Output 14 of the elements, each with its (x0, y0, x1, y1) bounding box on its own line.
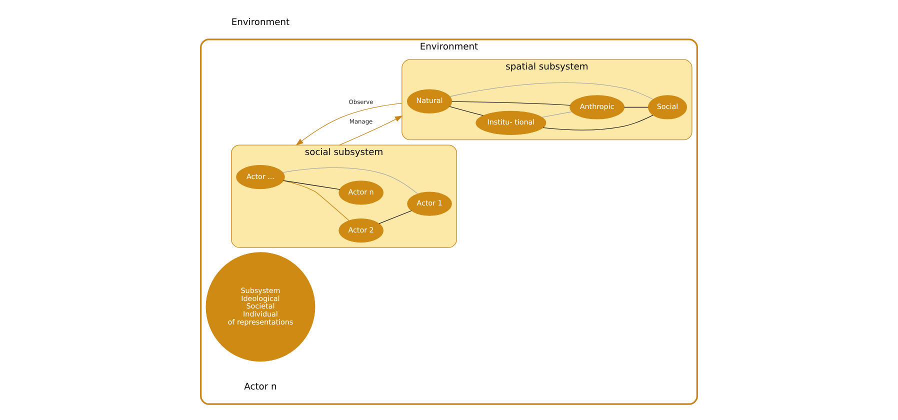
arrow (296, 102, 402, 146)
connector (283, 180, 350, 221)
label: Environment (231, 18, 290, 28)
connector (541, 111, 572, 118)
connector (542, 114, 654, 130)
connector (378, 210, 412, 224)
connector (283, 180, 340, 190)
connector (282, 167, 418, 194)
connector (452, 101, 571, 106)
arrow (339, 116, 403, 146)
connector (449, 106, 484, 116)
label: Actor n (244, 382, 277, 393)
connector (624, 106, 649, 108)
connector (450, 82, 654, 100)
